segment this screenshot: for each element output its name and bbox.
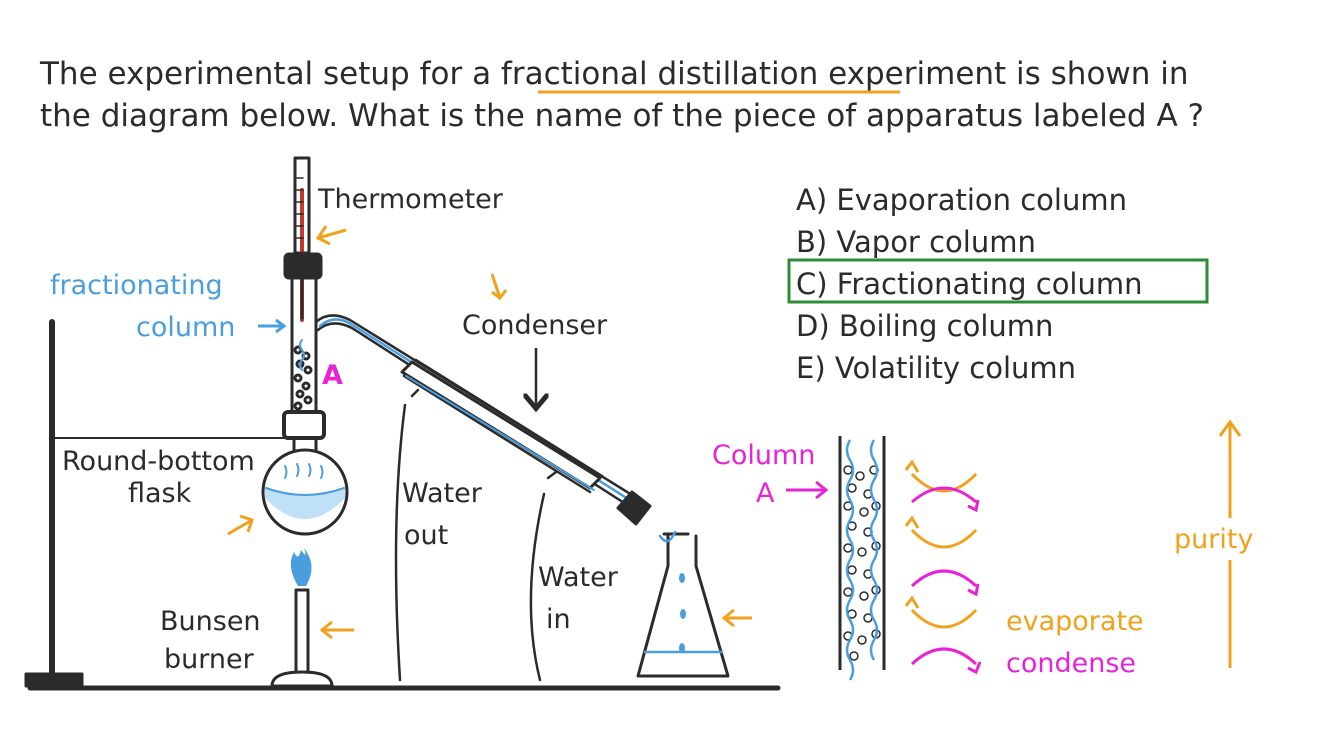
flask-arrow-icon <box>227 514 254 536</box>
label-condense: condense <box>1006 648 1136 679</box>
key-term: fractional distillation <box>501 56 818 92</box>
option-e[interactable]: E) Volatility column <box>796 351 1076 385</box>
column-arrow-icon <box>258 318 287 334</box>
label-evaporate: evaporate <box>1006 606 1144 637</box>
retort-stand <box>24 319 291 688</box>
bunsen-burner <box>270 588 334 688</box>
column-closeup: Column A <box>712 419 1253 681</box>
top-stopper <box>283 252 323 280</box>
round-bottom-flask <box>261 436 349 536</box>
label-a: A <box>322 360 343 391</box>
label-water-out-2: out <box>404 520 448 551</box>
label-condenser: Condenser <box>462 310 608 341</box>
cycle-arrows <box>904 459 982 675</box>
water-in-hose <box>529 492 546 682</box>
thermometer <box>293 156 311 322</box>
water-out-hose <box>394 403 407 682</box>
label-fractionating-column: column <box>136 312 235 343</box>
thermometer-arrow-icon <box>315 225 347 246</box>
label-column-a: A <box>756 478 775 509</box>
label-fractionating: fractionating <box>50 270 223 301</box>
label-water-in: Water <box>538 562 619 593</box>
label-water-in-2: in <box>546 604 571 635</box>
vapor-waves <box>845 439 879 681</box>
condenser-orange-arrow-icon <box>490 273 508 301</box>
flame <box>290 548 312 586</box>
label-flask: flask <box>128 478 192 509</box>
option-a[interactable]: A) Evaporation column <box>796 183 1127 217</box>
label-round-bottom: Round-bottom <box>62 446 255 477</box>
option-d[interactable]: D) Boiling column <box>796 309 1053 343</box>
label-water-out: Water <box>402 478 483 509</box>
column-a-arrow-icon <box>786 480 829 500</box>
label-column: Column <box>712 440 815 471</box>
answer-options: A) Evaporation column B) Vapor column C)… <box>787 183 1209 385</box>
condenser <box>394 358 604 682</box>
label-burner: burner <box>164 644 255 675</box>
conical-flask-arrow-icon <box>721 608 752 628</box>
apparatus-labels: Thermometer fractionating column A Conde… <box>50 184 752 675</box>
vapor-path <box>318 318 638 506</box>
label-purity: purity <box>1174 524 1253 555</box>
correct-answer-box <box>787 258 1209 304</box>
option-b[interactable]: B) Vapor column <box>796 225 1036 259</box>
apparatus <box>24 156 781 691</box>
burner-arrow-icon <box>319 620 354 640</box>
option-c[interactable]: C) Fractionating column <box>796 267 1143 301</box>
lower-stopper <box>282 410 326 440</box>
conical-flask <box>636 530 730 678</box>
question-line-2: the diagram below. What is the name of t… <box>40 98 1204 134</box>
fractionating-column <box>290 276 318 417</box>
side-arm-outer <box>314 314 642 502</box>
purity-arrow-icon <box>1218 419 1242 437</box>
question-line-1: The experimental setup for a fractional … <box>39 56 1189 92</box>
label-bunsen: Bunsen <box>160 606 261 637</box>
label-thermometer: Thermometer <box>317 184 504 215</box>
adapter-stopper <box>616 490 652 526</box>
